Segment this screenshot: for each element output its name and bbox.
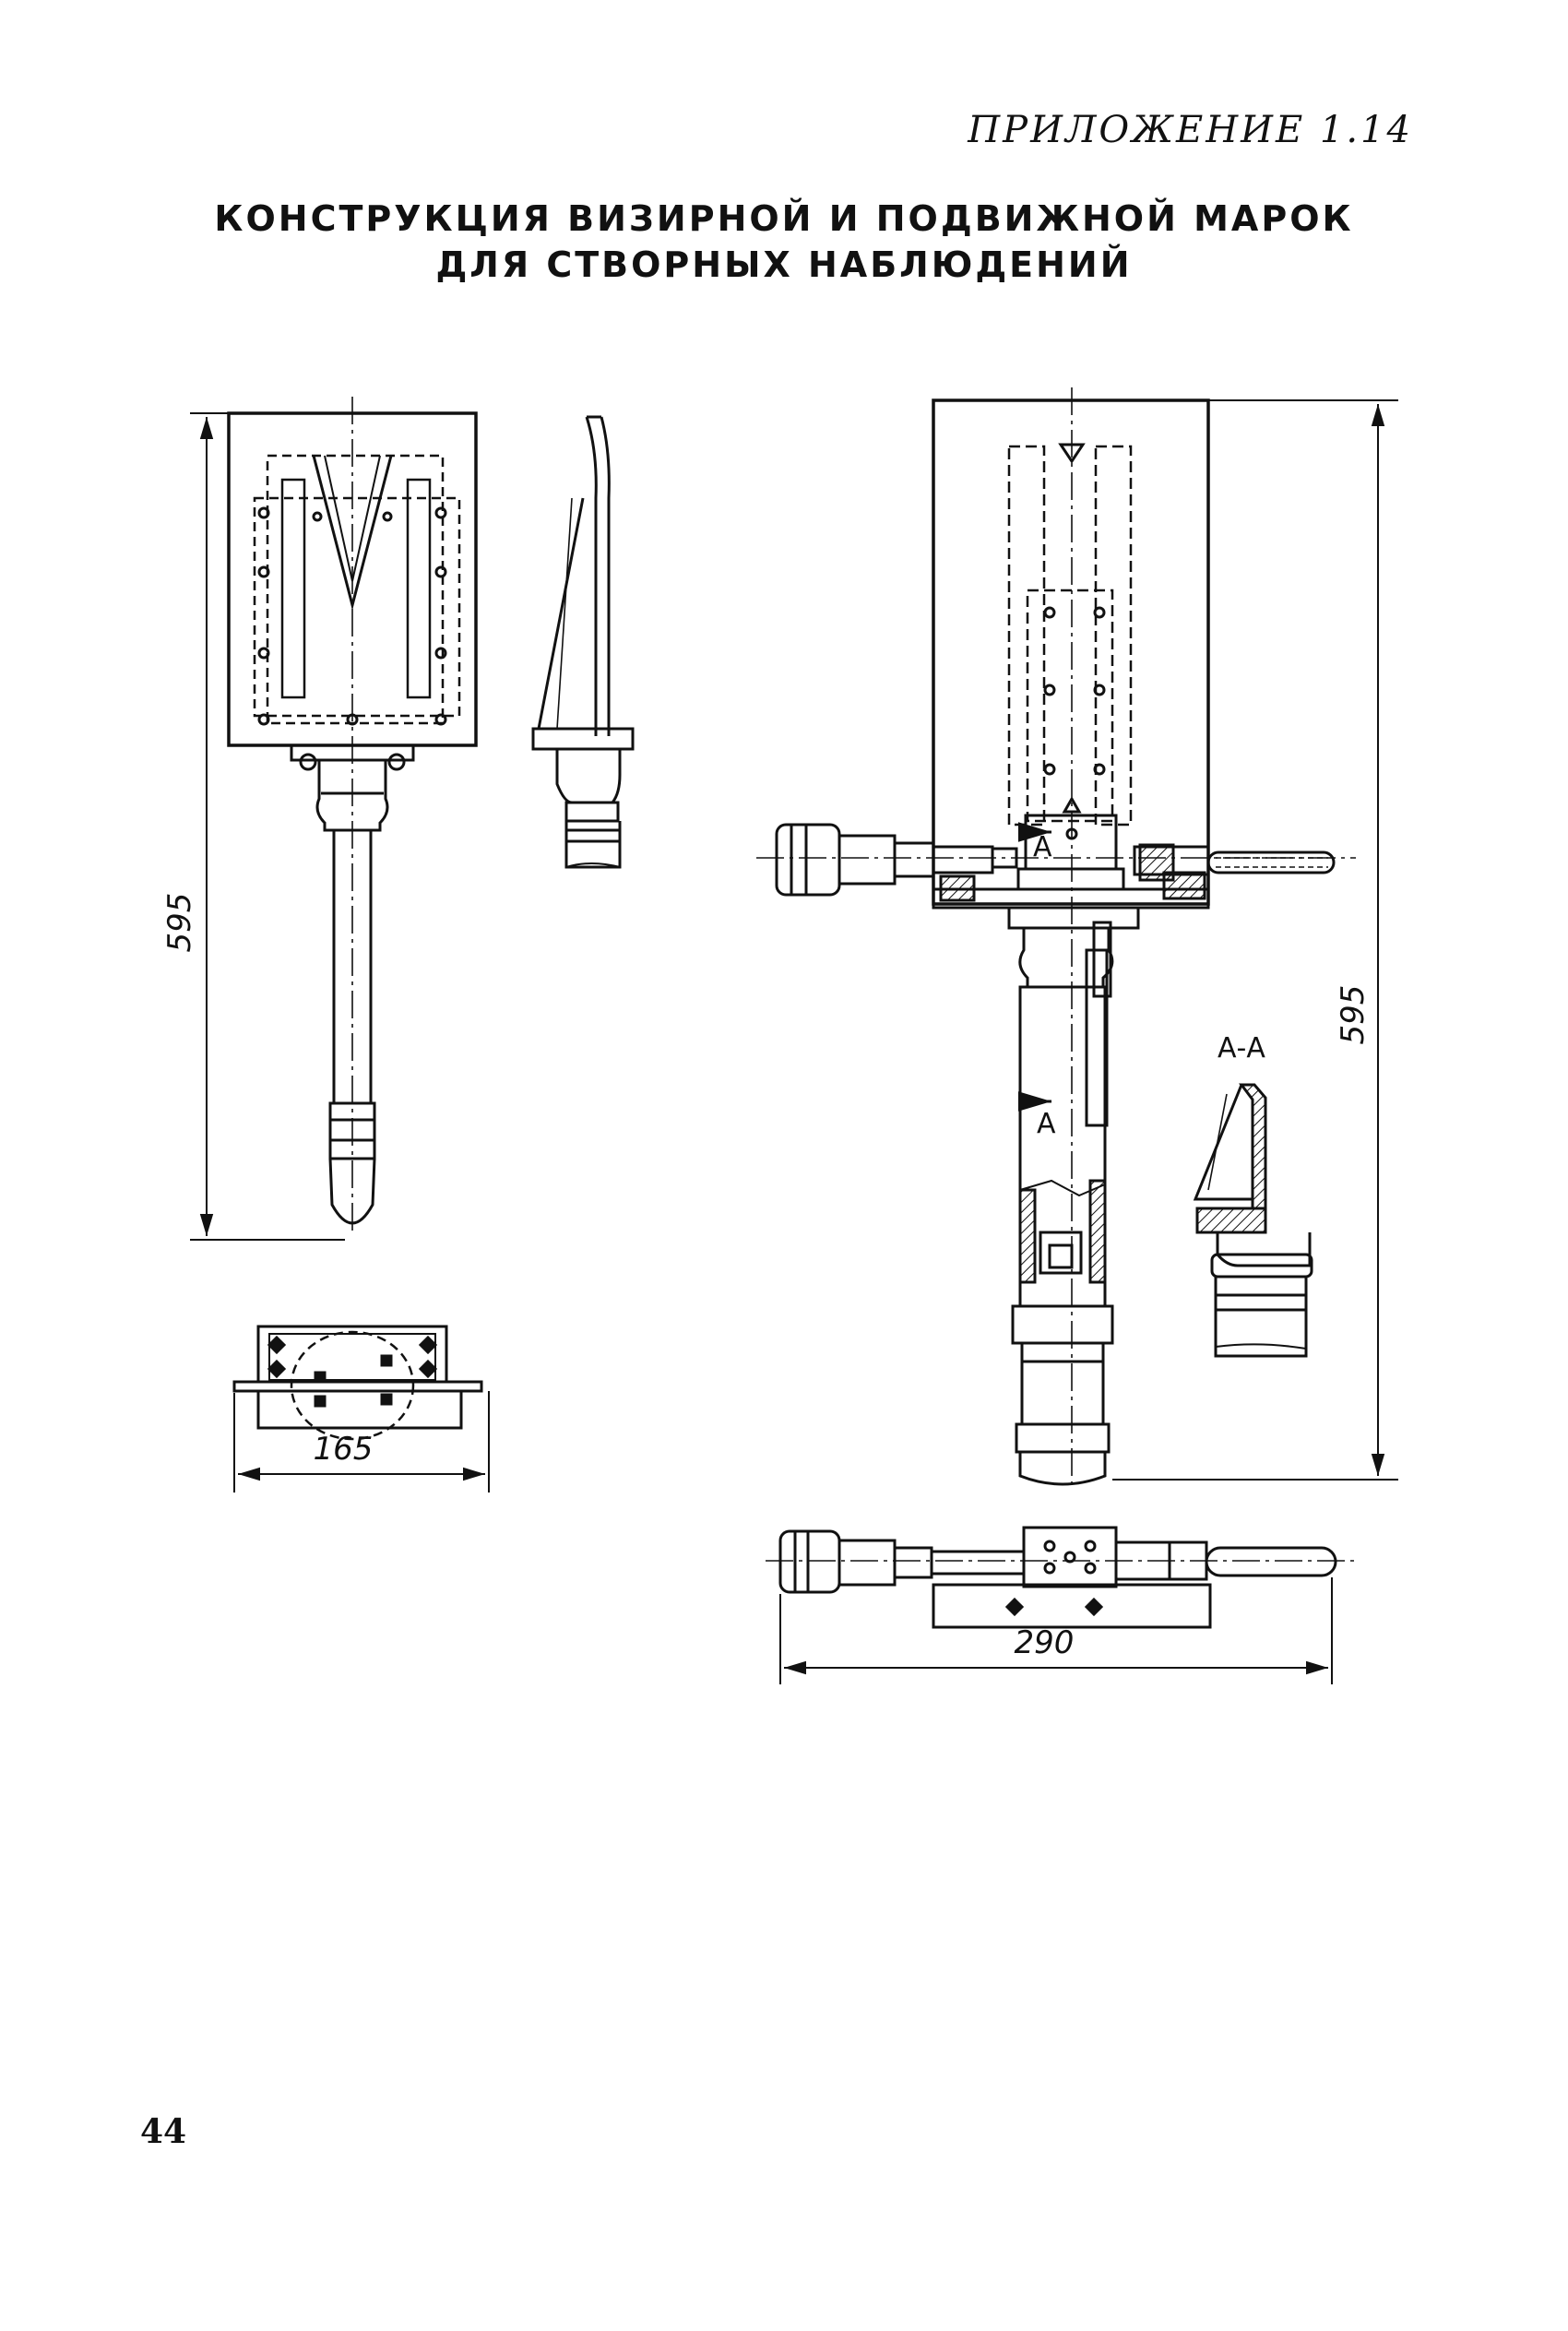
mobile-target-front-view — [756, 387, 1356, 1486]
page-title-line2: ДЛЯ СТВОРНЫХ НАБЛЮДЕНИЙ — [435, 244, 1133, 285]
section-a-a-label: А-А — [1218, 1032, 1265, 1064]
dimension-sight-base — [233, 1391, 490, 1493]
section-marker-a-bottom: А — [1037, 1108, 1056, 1140]
dimension-label-595-left: 595 — [161, 893, 198, 953]
sight-target-front-view — [227, 397, 478, 1236]
dimension-label-595-right: 595 — [1335, 985, 1372, 1045]
section-a-a-view — [1193, 1083, 1313, 1358]
section-marker-a-top: А — [1033, 831, 1052, 863]
page-title-line1: КОНСТРУКЦИЯ ВИЗИРНОЙ И ПОДВИЖНОЙ МАРОК — [214, 198, 1354, 239]
sight-target-plan-view — [232, 1325, 483, 1441]
dimension-label-165: 165 — [314, 1431, 374, 1468]
dimension-mobile-height — [1112, 399, 1398, 1481]
mobile-target-plan-view — [766, 1526, 1356, 1629]
appendix-label: ПРИЛОЖЕНИЕ 1.14 — [968, 109, 1413, 151]
dimension-label-290: 290 — [1015, 1624, 1075, 1661]
dimension-mobile-width — [779, 1577, 1333, 1684]
dimension-sight-height — [190, 412, 345, 1241]
page-number: 44 — [140, 2112, 187, 2151]
sight-target-side-view — [531, 415, 635, 869]
